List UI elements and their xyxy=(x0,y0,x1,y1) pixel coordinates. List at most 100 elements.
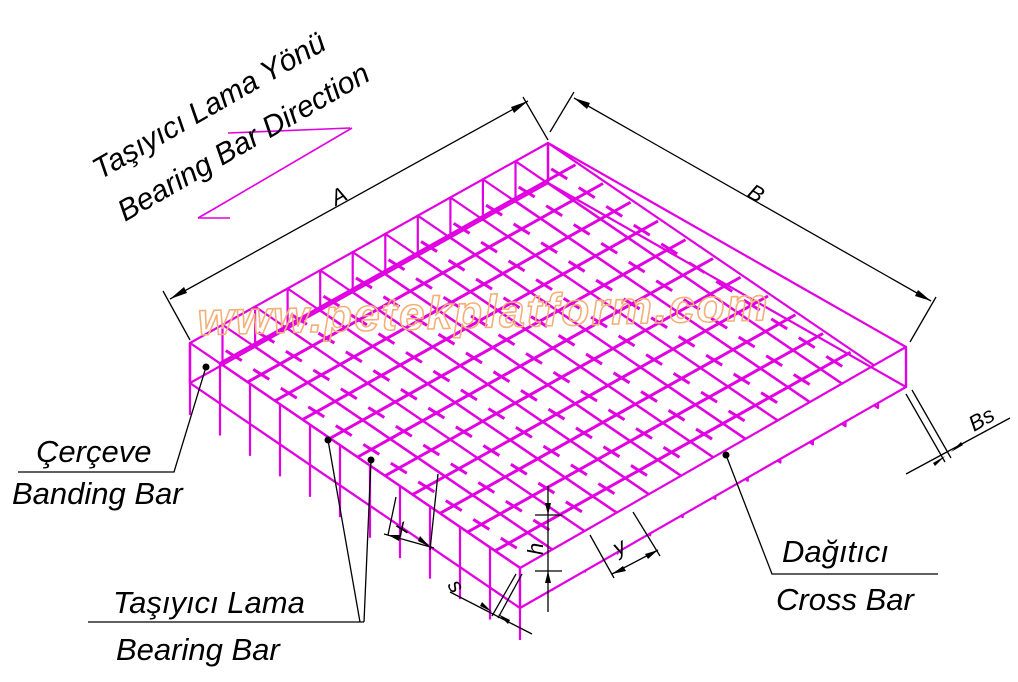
dimension-b-label: B xyxy=(744,179,769,208)
cross-bar-twist xyxy=(420,240,438,253)
cross-bar-twist xyxy=(395,424,413,438)
cross-bar-twist xyxy=(322,294,341,308)
grating-structure xyxy=(188,141,908,640)
cross-bar-twist xyxy=(472,518,491,531)
cross-bar-twist xyxy=(542,444,561,458)
cross-bar-twist xyxy=(470,314,488,328)
bearing-bar xyxy=(416,214,749,482)
cross-bar-twist xyxy=(455,425,473,439)
cross-bar-twist xyxy=(727,409,746,423)
cross-bar-twist xyxy=(487,407,506,420)
cross-bar-twist xyxy=(340,387,358,400)
cross-bar-twist xyxy=(382,295,401,308)
cross-bar-twist xyxy=(590,315,608,329)
cross-bar-twist xyxy=(595,278,613,292)
cross-bar-twist xyxy=(682,298,701,311)
banding-bar-label-en: Banding Bar xyxy=(12,476,184,511)
cross-bar-twist xyxy=(505,499,523,513)
cross-bar-twist xyxy=(520,389,538,402)
dimension-b xyxy=(549,91,937,343)
cross-bar-twist xyxy=(575,426,593,440)
cross-bar-twist xyxy=(667,409,686,422)
cross-bar-twist xyxy=(442,295,461,309)
cross-bar-twist xyxy=(507,259,526,273)
cross-bar-twist xyxy=(765,354,783,368)
cross-bar-twist xyxy=(502,296,521,310)
cross-bar-twist xyxy=(415,277,433,290)
cross-bar-twist xyxy=(532,518,551,532)
cross-bar-twist xyxy=(499,536,518,550)
cross-bar-twist xyxy=(345,350,363,364)
cross-bar-twist xyxy=(450,462,468,475)
cross-bar-twist xyxy=(475,277,493,291)
cross-bar-twist xyxy=(570,463,588,477)
cross-bar-twist xyxy=(389,461,408,475)
bearing-bar-label-en: Bearing Bar xyxy=(116,632,281,667)
cross-bar-twist xyxy=(460,388,478,402)
cross-bar-twist xyxy=(640,390,658,403)
cross-bar-twist xyxy=(355,276,373,290)
cross-bar-twist xyxy=(715,280,734,293)
cross-bar-twist xyxy=(492,370,511,383)
cross-bar-twist xyxy=(660,242,679,256)
dimension-bs xyxy=(905,389,1011,475)
cross-bar-twist xyxy=(515,426,533,439)
cross-bar-twist xyxy=(602,445,621,458)
cross-bar-twist xyxy=(290,313,308,326)
cross-bar-twist xyxy=(400,388,418,401)
banding-bar-label-tr: Çerçeve xyxy=(36,434,151,469)
bearing-bar xyxy=(514,160,847,428)
cross-bar-twist xyxy=(525,352,543,365)
cross-bar-twist xyxy=(517,185,536,199)
bearing-bar xyxy=(286,287,619,555)
cross-bar-twist xyxy=(605,205,624,218)
dimension-y xyxy=(589,511,661,579)
cross-bar-twist xyxy=(224,349,243,362)
cross-bar-twist xyxy=(362,443,381,456)
bearing-bar-label-tr: Taşıyıcı Lama xyxy=(113,585,305,620)
cross-bar-twist xyxy=(627,260,646,274)
cross-bar-twist xyxy=(537,481,556,495)
cross-bar-twist xyxy=(552,370,571,384)
cross-bar-twist xyxy=(580,389,598,403)
cross-bar-twist xyxy=(437,332,456,346)
cross-bar-twist xyxy=(562,297,581,310)
banding-bar xyxy=(546,141,908,389)
cross-bar-twist xyxy=(279,386,298,400)
cross-bar-twist xyxy=(597,482,616,495)
cross-bar-twist xyxy=(540,241,558,254)
bearing-bar xyxy=(319,269,652,537)
cross-bar-twist xyxy=(480,240,498,254)
bearing-bar xyxy=(481,178,815,446)
cross-bar-twist xyxy=(695,427,713,441)
cross-bar-twist xyxy=(565,500,583,514)
bearing-bar xyxy=(351,251,684,519)
direction-arrow xyxy=(197,127,353,219)
cross-bar-twist xyxy=(677,335,696,348)
cross-bar-twist xyxy=(447,259,466,272)
cross-bar-twist xyxy=(617,334,636,348)
cross-bar-twist xyxy=(312,368,331,382)
cross-bar-twist xyxy=(732,372,751,386)
dimension-s xyxy=(449,573,533,635)
cross-bar-twist xyxy=(257,331,276,344)
cross-bar-twist xyxy=(672,372,691,385)
cross-bar-twist xyxy=(465,351,483,365)
cross-bar-twist xyxy=(585,352,603,366)
dimension-x xyxy=(383,473,439,551)
banding-bar-leader xyxy=(18,363,210,473)
cross-bar-twist xyxy=(645,353,663,366)
cross-bar-twist xyxy=(797,336,816,349)
cross-bar-twist xyxy=(427,406,446,420)
cross-bar-twist xyxy=(285,349,303,363)
cross-bar-twist xyxy=(307,405,326,419)
dimension-s-label: s xyxy=(443,575,470,597)
cross-bar-twist xyxy=(432,369,451,383)
cross-bar-twist xyxy=(452,222,471,235)
cross-bar-twist xyxy=(737,335,756,349)
cross-bar-twist xyxy=(512,222,531,236)
cross-bar-twist xyxy=(485,203,503,217)
cross-bar-twist xyxy=(742,298,761,312)
bearing-bar xyxy=(384,232,717,500)
